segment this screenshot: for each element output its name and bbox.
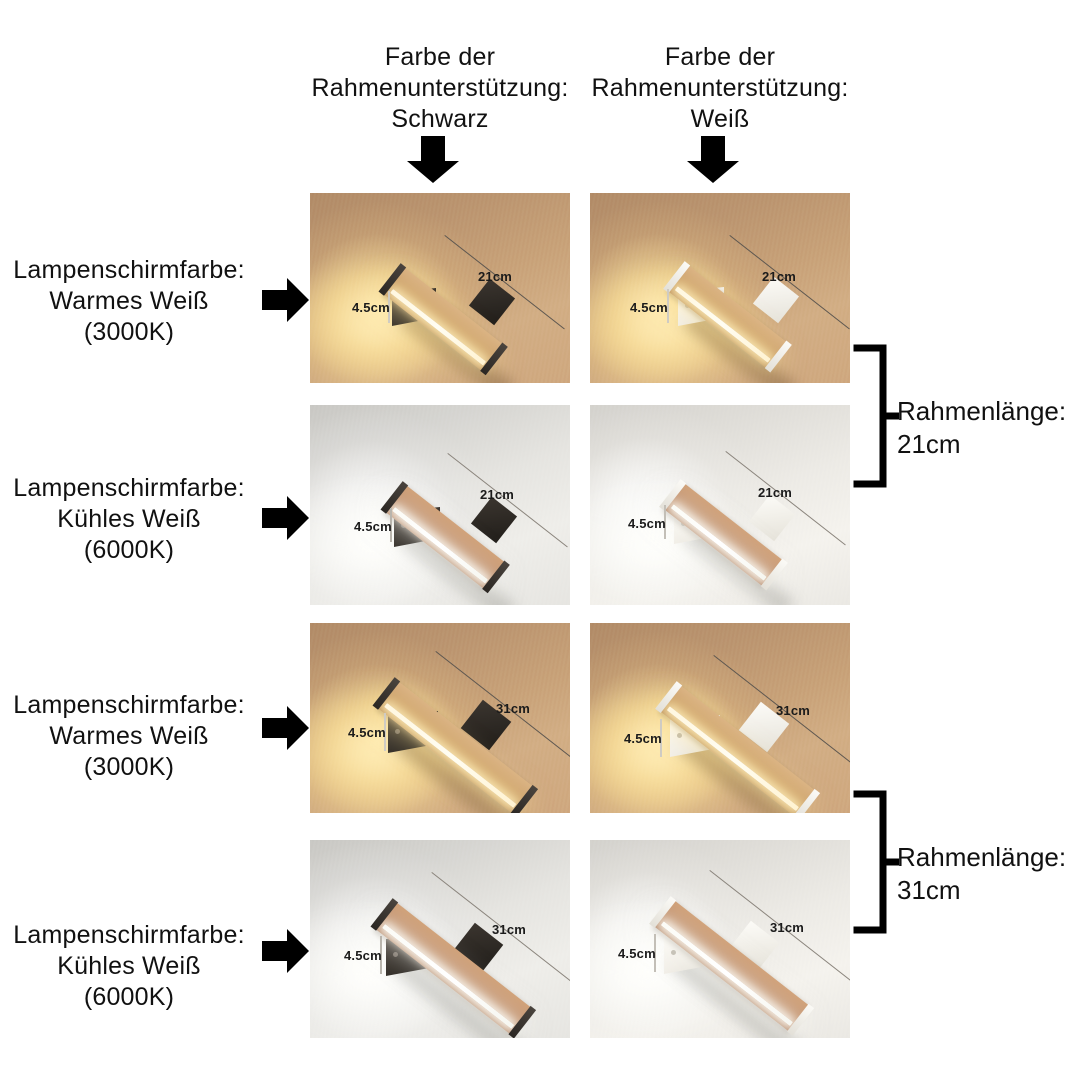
length-dimension-label: 31cm bbox=[776, 703, 811, 718]
product-photo-warm-21-white: 21cm 4.5cm bbox=[590, 193, 850, 383]
arrow-right-icon-cool-21 bbox=[262, 495, 310, 546]
product-photo-warm-21-black: 21cm 4.5cm bbox=[310, 193, 570, 383]
mount-screw bbox=[395, 729, 400, 734]
length-dimension-label: 31cm bbox=[496, 701, 531, 716]
depth-dimension-tick bbox=[667, 289, 669, 323]
depth-dimension-tick bbox=[384, 713, 386, 751]
length-dimension-label: 21cm bbox=[758, 485, 793, 500]
arrow-down-icon-black-column bbox=[406, 136, 460, 189]
length-dimension-label: 21cm bbox=[478, 269, 513, 284]
arrow-right-icon-warm-31 bbox=[262, 705, 310, 756]
depth-dimension-tick bbox=[390, 508, 392, 542]
depth-dimension-label: 4.5cm bbox=[624, 731, 662, 746]
depth-dimension-tick bbox=[654, 934, 656, 972]
product-photo-warm-31-white: 31cm 4.5cm bbox=[590, 623, 850, 813]
length-dimension-label: 21cm bbox=[480, 487, 515, 502]
product-photo-cool-31-white: 31cm 4.5cm bbox=[590, 840, 850, 1038]
arrow-down-icon-white-column bbox=[686, 136, 740, 189]
arrow-right-icon-warm-21 bbox=[262, 277, 310, 328]
row-label-cool-31: Lampenschirmfarbe: Kühles Weiß (6000K) bbox=[13, 921, 245, 1011]
row-label-cool-21: Lampenschirmfarbe: Kühles Weiß (6000K) bbox=[13, 474, 245, 564]
depth-dimension-tick bbox=[380, 936, 382, 974]
product-photo-cool-31-black: 31cm 4.5cm bbox=[310, 840, 570, 1038]
depth-dimension-label: 4.5cm bbox=[630, 300, 668, 315]
length-dimension-label: 21cm bbox=[762, 269, 797, 284]
depth-dimension-label: 4.5cm bbox=[344, 948, 382, 963]
product-photo-cool-21-black: 21cm 4.5cm bbox=[310, 405, 570, 605]
depth-dimension-label: 4.5cm bbox=[352, 300, 390, 315]
depth-dimension-label: 4.5cm bbox=[618, 946, 656, 961]
group-bracket-label-21cm: Rahmenlänge: 21cm bbox=[897, 396, 1067, 459]
mount-screw bbox=[671, 950, 676, 955]
row-label-warm-21: Lampenschirmfarbe: Warmes Weiß (3000K) bbox=[13, 256, 245, 346]
mount-screw bbox=[393, 952, 398, 957]
wall-texture bbox=[590, 405, 850, 605]
depth-dimension-tick bbox=[664, 505, 666, 539]
product-photo-cool-21-white: 21cm 4.5cm bbox=[590, 405, 850, 605]
column-header-black: Farbe der Rahmenunterstützung: Schwarz bbox=[311, 43, 569, 133]
column-header-white: Farbe der Rahmenunterstützung: Weiß bbox=[591, 43, 849, 133]
length-dimension-label: 31cm bbox=[770, 920, 805, 935]
depth-dimension-tick bbox=[388, 291, 390, 323]
arrow-right-icon-cool-31 bbox=[262, 928, 310, 979]
depth-dimension-label: 4.5cm bbox=[348, 725, 386, 740]
group-bracket-21cm bbox=[853, 344, 901, 493]
group-bracket-31cm bbox=[853, 790, 901, 939]
depth-dimension-label: 4.5cm bbox=[628, 516, 666, 531]
row-label-warm-31: Lampenschirmfarbe: Warmes Weiß (3000K) bbox=[13, 691, 245, 781]
length-dimension-label: 31cm bbox=[492, 922, 527, 937]
depth-dimension-tick bbox=[660, 719, 662, 757]
group-bracket-label-31cm: Rahmenlänge: 31cm bbox=[897, 842, 1067, 905]
depth-dimension-label: 4.5cm bbox=[354, 519, 392, 534]
mount-screw bbox=[677, 733, 682, 738]
product-photo-warm-31-black: 31cm 4.5cm bbox=[310, 623, 570, 813]
